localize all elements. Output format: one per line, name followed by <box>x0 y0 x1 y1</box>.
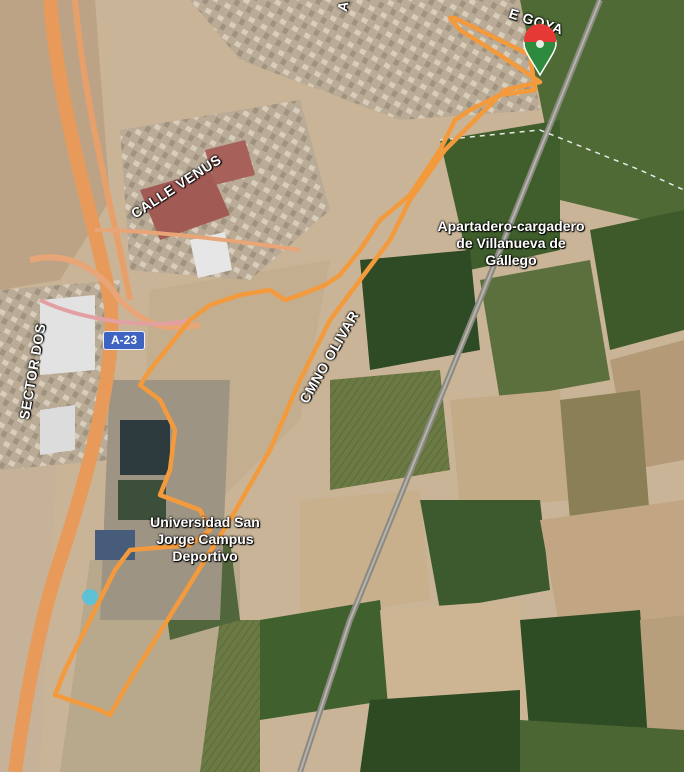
location-marker-icon[interactable] <box>523 24 557 77</box>
poi-label-apartadero[interactable]: Apartadero-cargadero de Villanueva de Gá… <box>437 218 585 268</box>
route-line <box>52 15 543 718</box>
road-shield-a23: A-23 <box>103 331 145 350</box>
poi-label-universidad[interactable]: Universidad San Jorge Campus Deportivo <box>150 514 260 564</box>
